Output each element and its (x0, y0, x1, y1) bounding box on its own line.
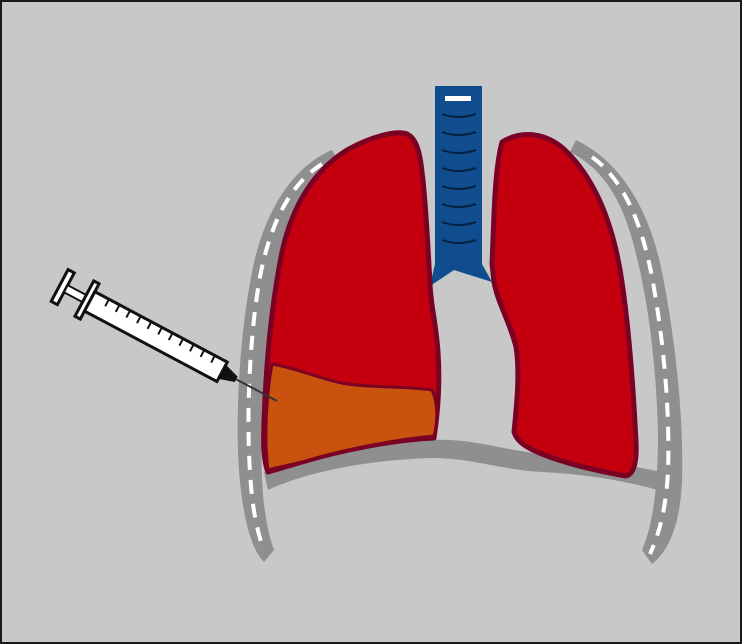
trachea-cap (445, 96, 471, 101)
trachea (430, 86, 492, 286)
